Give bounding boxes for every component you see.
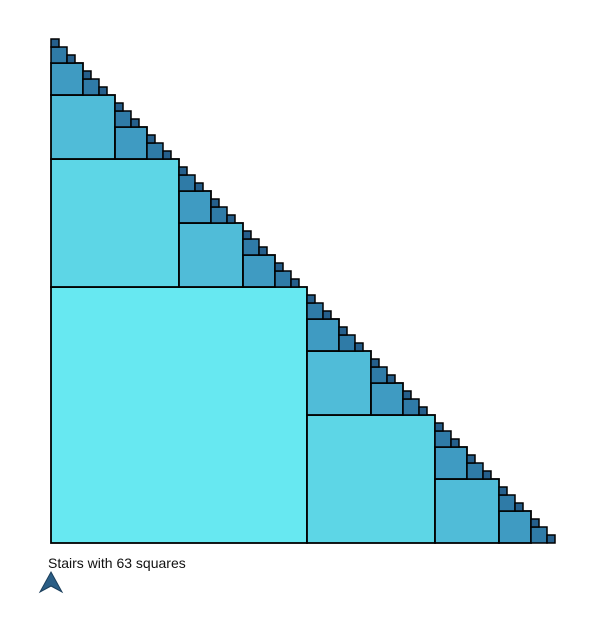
stair-square: [434, 422, 444, 432]
stair-square: [338, 326, 348, 336]
stair-square: [114, 102, 124, 112]
stair-square: [450, 438, 460, 448]
stair-square: [546, 534, 556, 544]
stair-square: [370, 366, 388, 384]
stair-square: [50, 46, 68, 64]
stair-square: [530, 526, 548, 544]
stair-square: [130, 118, 140, 128]
stair-square: [434, 478, 500, 544]
navigation-arrow-shape: [38, 570, 64, 594]
stair-square: [210, 206, 228, 224]
stair-square: [178, 190, 212, 224]
stair-square: [114, 126, 148, 160]
stair-square: [354, 342, 364, 352]
stair-square: [162, 150, 172, 160]
stair-square: [322, 310, 332, 320]
stair-square: [50, 94, 116, 160]
stair-square: [210, 198, 220, 208]
stair-square: [194, 182, 204, 192]
stair-square: [50, 62, 84, 96]
stair-square: [274, 270, 292, 288]
stair-square: [50, 38, 60, 48]
stair-square: [338, 334, 356, 352]
stair-square: [482, 470, 492, 480]
stair-square: [530, 518, 540, 528]
stair-square: [178, 166, 188, 176]
stair-square: [306, 350, 372, 416]
stair-square: [402, 390, 412, 400]
diagram-caption: Stairs with 63 squares: [48, 555, 186, 571]
stair-square: [498, 486, 508, 496]
stair-square: [178, 222, 244, 288]
stair-square: [498, 494, 516, 512]
stair-square: [146, 134, 156, 144]
stair-square: [226, 214, 236, 224]
stair-square: [146, 142, 164, 160]
stair-square: [466, 462, 484, 480]
stair-square: [514, 502, 524, 512]
stair-square: [114, 110, 132, 128]
stair-square: [274, 262, 284, 272]
stair-square: [66, 54, 76, 64]
stair-square: [178, 174, 196, 192]
stair-square: [306, 302, 324, 320]
stair-square: [306, 294, 316, 304]
stair-square: [82, 70, 92, 80]
stair-square: [386, 374, 396, 384]
stair-square: [258, 246, 268, 256]
stair-square: [370, 382, 404, 416]
stair-square: [98, 86, 108, 96]
stair-square: [82, 78, 100, 96]
stair-square: [402, 398, 420, 416]
stair-square: [242, 230, 252, 240]
stair-square: [242, 254, 276, 288]
stair-square: [418, 406, 428, 416]
stair-square: [290, 278, 300, 288]
stair-square: [370, 358, 380, 368]
stair-square: [466, 454, 476, 464]
stair-square: [50, 286, 308, 544]
stair-square: [306, 318, 340, 352]
stair-square: [498, 510, 532, 544]
stair-square: [242, 238, 260, 256]
stair-square: [434, 446, 468, 480]
stair-square: [434, 430, 452, 448]
stair-square: [50, 158, 180, 288]
navigation-arrow-icon[interactable]: [38, 570, 64, 596]
stair-square: [306, 414, 436, 544]
